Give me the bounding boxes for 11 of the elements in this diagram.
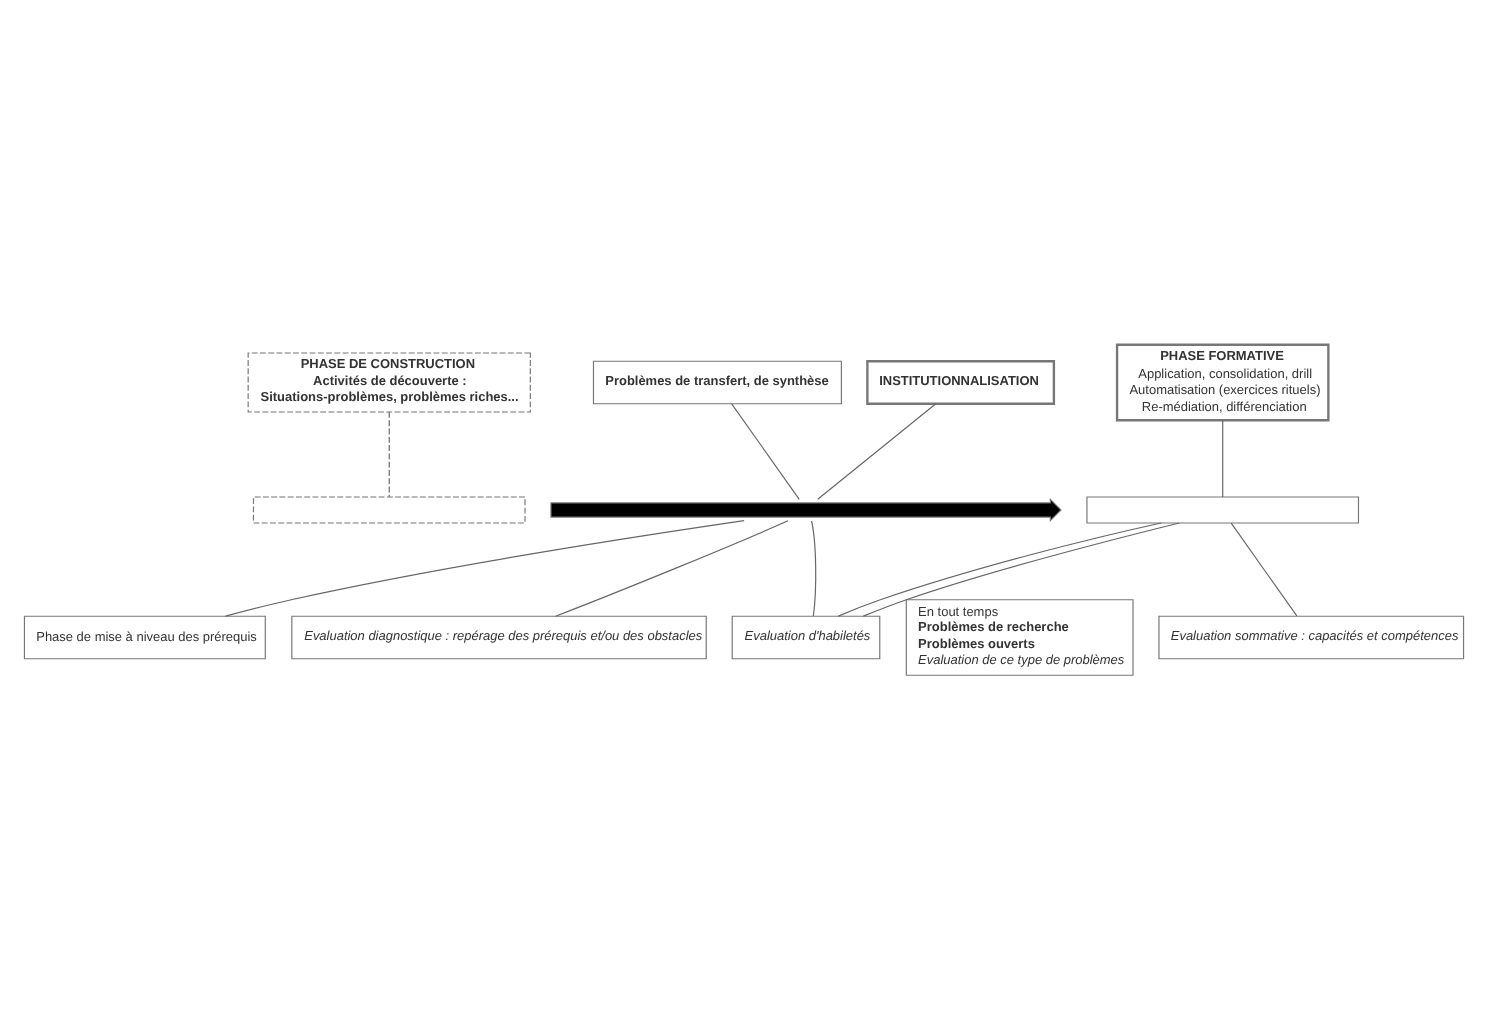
connector (810, 519, 817, 616)
connector (817, 402, 937, 499)
connector (1222, 418, 1224, 497)
connector (731, 402, 800, 499)
connector (1230, 521, 1298, 616)
node-bar (1086, 495, 1360, 523)
node-arrow (550, 496, 1062, 522)
connector (388, 410, 390, 497)
connector (224, 519, 745, 616)
connector (555, 519, 789, 616)
node-bar (252, 495, 526, 523)
